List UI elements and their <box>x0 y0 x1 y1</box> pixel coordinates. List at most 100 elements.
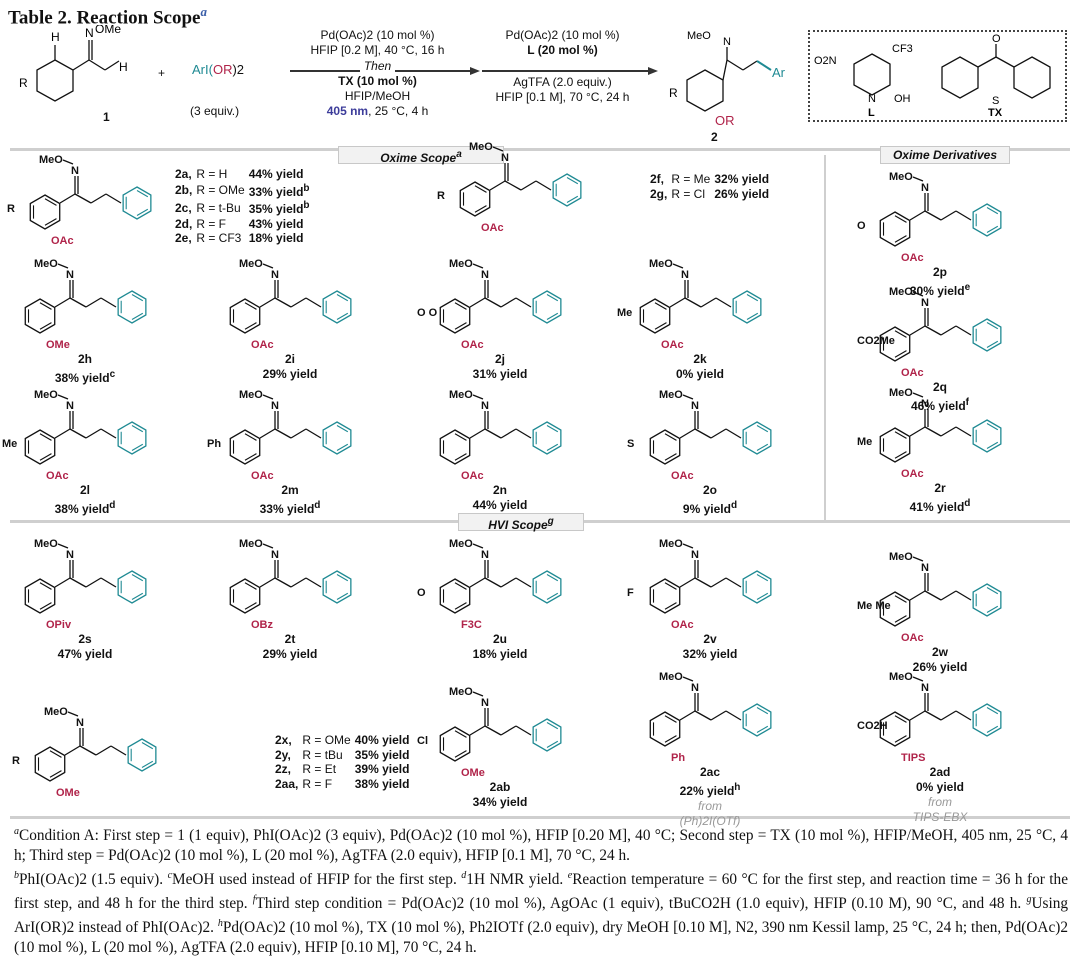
bond <box>500 428 517 439</box>
bond <box>69 577 87 588</box>
double-bond <box>546 574 559 582</box>
yield: 35% yield <box>355 748 414 763</box>
bond <box>259 577 276 588</box>
bond <box>67 711 79 717</box>
bond <box>69 428 87 439</box>
double-bond <box>654 322 667 330</box>
bond <box>955 710 972 721</box>
double-bond <box>664 433 677 441</box>
then-label: Then <box>359 59 396 74</box>
double-bond <box>131 574 144 582</box>
meo-label: MeO <box>889 286 913 298</box>
n-label: N <box>481 697 489 709</box>
footnote: fThird step condition = Pd(OAc)2 (10 mol… <box>253 894 1021 912</box>
compound-id: 2n <box>492 483 507 497</box>
substituent-label: OAc <box>51 235 74 247</box>
bond <box>305 297 322 308</box>
double-bond <box>244 453 257 461</box>
phenyl-ring-icon <box>972 203 1002 237</box>
bond <box>57 543 69 549</box>
divider <box>10 148 1070 151</box>
n-label: N <box>271 400 279 412</box>
double-bond <box>546 312 559 320</box>
ar-label: Ar <box>772 65 786 80</box>
substrate-structure: H N OMe H R <box>19 25 128 102</box>
double-bond <box>131 425 144 433</box>
bond <box>472 691 484 697</box>
double-bond <box>454 322 467 330</box>
compound-yield: 34% yield <box>410 795 590 810</box>
bond <box>85 297 102 308</box>
footnote-mark: d <box>730 500 738 511</box>
aryl-ring-icon <box>879 326 911 362</box>
double-bond <box>756 725 769 733</box>
compound-id: 2d, <box>175 216 193 231</box>
compound-id: 2p <box>932 265 947 279</box>
double-bond <box>566 177 579 185</box>
reagent-source: TIPS-EBX <box>912 810 968 824</box>
yield-text: 40% yield <box>354 733 410 747</box>
double-bond <box>986 225 999 233</box>
bond <box>469 577 486 588</box>
footnote-mark: d <box>461 870 467 882</box>
double-bond <box>664 735 677 743</box>
double-bond <box>546 722 559 730</box>
bond <box>682 394 694 400</box>
bond <box>484 725 502 736</box>
bond <box>955 325 972 336</box>
extra-label: CO2Me <box>857 335 895 347</box>
bond <box>469 297 486 308</box>
step1-condition: Pd(OAc)2 (10 mol %) <box>320 28 435 42</box>
ligand-label: L <box>868 107 875 119</box>
double-bond <box>454 453 467 461</box>
footnote: aCondition A: First step = 1 (1 equiv), … <box>14 826 1068 864</box>
bond <box>57 263 69 269</box>
bond <box>515 428 532 439</box>
double-bond <box>894 235 907 243</box>
bond <box>520 180 537 191</box>
double-bond <box>894 431 907 439</box>
phenyl-ring-icon <box>532 570 562 604</box>
meo-label: MeO <box>889 387 913 399</box>
bond <box>110 745 127 756</box>
yield-text: 34% yield <box>472 795 528 809</box>
substituent-label: OAc <box>461 339 484 351</box>
r-group: R = Cl <box>671 186 706 201</box>
substituent-label: OBz <box>251 619 274 631</box>
substituent-label: OAc <box>251 339 274 351</box>
double-bond <box>141 760 154 768</box>
substituent-label: OPiv <box>46 619 72 631</box>
phenyl-ring-icon <box>322 570 352 604</box>
double-bond <box>746 312 759 320</box>
bond <box>679 577 696 588</box>
n-label: N <box>271 269 279 281</box>
footnote-mark: g <box>1026 894 1032 906</box>
compound-id: 2s <box>78 632 92 646</box>
bond <box>909 710 926 721</box>
aryl-ring-icon <box>439 429 471 465</box>
bond <box>95 745 112 756</box>
section-oxime-scope: Oxime Scopea <box>338 146 504 165</box>
oh-label: OH <box>894 93 911 105</box>
double-bond <box>131 443 144 451</box>
extra-label: F <box>627 587 634 599</box>
bond <box>262 543 274 549</box>
bond <box>469 428 486 439</box>
compound-yield: 33% yieldd <box>200 498 380 517</box>
aryl-ring-icon <box>24 429 56 465</box>
compound-id: 2q <box>932 380 947 394</box>
footnote: eReaction temperature = 60 °C for the fi… <box>14 870 1068 912</box>
yield: 43% yield <box>249 217 314 232</box>
